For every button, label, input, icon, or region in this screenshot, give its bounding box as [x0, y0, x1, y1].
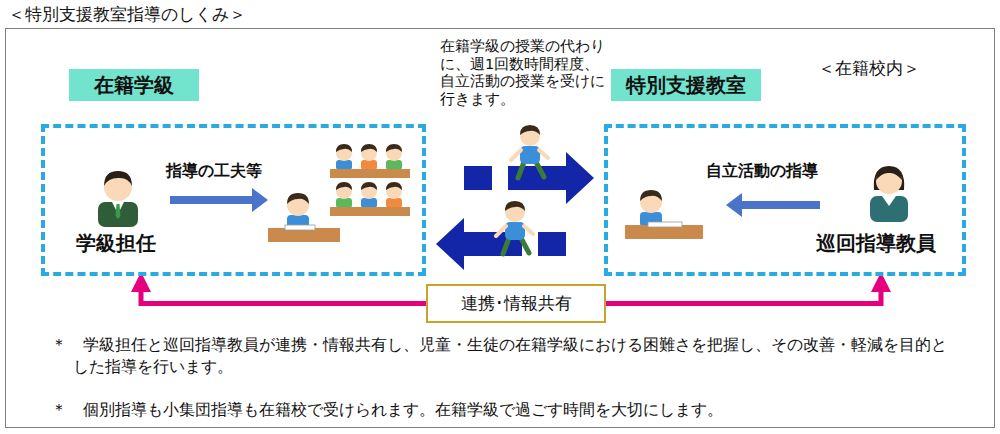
itinerant-teacher-figure: [876, 167, 902, 180]
place-label: ＜在籍校内＞: [818, 58, 920, 78]
student-group: [361, 198, 377, 208]
student-group: [336, 160, 352, 170]
class-teacher-figure: [98, 202, 138, 227]
student-group: [330, 144, 410, 216]
student-group: [336, 144, 352, 152]
note-text: ＊ 個別指導も小集団指導も在籍校で受けられます。在籍学級で過ごす時間を大切にしま…: [51, 399, 956, 421]
student-group: [336, 182, 352, 190]
guidance-arrow: [726, 193, 820, 217]
arrow-tail-block: [464, 166, 492, 190]
teacher-role: 学級担任: [76, 231, 156, 255]
student-at-desk: [285, 225, 315, 230]
student-group: [361, 144, 377, 152]
walking-child: [496, 201, 533, 254]
itinerant-teacher-figure: [870, 166, 908, 222]
student-at-desk: [268, 193, 340, 242]
itinerant-teacher-figure: [882, 196, 896, 206]
walking-child: [511, 125, 548, 178]
student-group: [336, 198, 352, 208]
link-line: [141, 280, 426, 304]
walking-child: [505, 222, 525, 240]
link-line: [606, 280, 881, 304]
teacher-role: 巡回指導教員: [816, 231, 936, 255]
student-group: [361, 183, 377, 199]
walking-child: [505, 202, 525, 222]
walking-child: [520, 126, 540, 146]
student-at-desk: [648, 222, 682, 227]
support-room-box: 特別支援教室自立活動の指導巡回指導教員: [604, 124, 966, 276]
itinerant-teacher-figure: [876, 168, 902, 194]
student-group: [361, 145, 377, 161]
student-group: [386, 144, 402, 152]
student-at-desk: [640, 190, 662, 201]
area-heading: 在籍学級: [69, 69, 199, 101]
walking-child: [520, 125, 540, 135]
class-teacher-figure: [98, 171, 138, 227]
walking-child: [511, 150, 548, 160]
instruction-note: 在籍学級の授業の代わりに、週1回数時間程度、自立活動の授業を受けに行きます。: [440, 38, 612, 109]
box-text: 連携･情報共有: [461, 292, 572, 315]
student-group: [361, 160, 377, 170]
cooperation-box: 連携･情報共有: [426, 284, 606, 323]
student-group: [330, 207, 410, 216]
student-at-desk: [287, 194, 309, 216]
diagram-title: ＜特別支援教室指導のしくみ＞: [8, 3, 246, 26]
note-text: ＊ 学級担任と巡回指導教員が連携・情報共有し、児童・生徒の在籍学級における困難さ…: [51, 334, 956, 379]
student-group: [336, 183, 352, 199]
class-teacher-figure: [104, 171, 132, 186]
student-group: [386, 182, 402, 190]
move-arrow: [436, 218, 566, 270]
student-group: [386, 183, 402, 199]
cooperation-link: [606, 280, 881, 304]
student-at-desk: [625, 190, 703, 239]
walking-child: [505, 201, 525, 211]
walking-child: [520, 146, 540, 164]
cooperation-link: [141, 280, 426, 304]
class-teacher-figure: [116, 204, 121, 219]
itinerant-teacher-figure: [870, 196, 908, 222]
student-group: [386, 145, 402, 161]
student-group: [386, 198, 402, 208]
class-area-box: 在籍学級指導の工夫等学級担任: [41, 124, 426, 276]
student-group: [336, 145, 352, 161]
arrow-tail-block: [538, 232, 566, 256]
guidance-arrow: [170, 188, 268, 212]
guidance-arrow: [726, 193, 820, 217]
student-at-desk: [287, 193, 309, 204]
student-at-desk: [640, 191, 662, 213]
guidance-arrow: [170, 188, 268, 212]
walking-child: [503, 238, 529, 254]
arrow-caption: 指導の工夫等: [166, 161, 262, 180]
student-group: [330, 169, 410, 178]
student-group: [361, 182, 377, 190]
walking-child: [518, 162, 544, 178]
walking-child: [496, 226, 533, 236]
student-group: [386, 160, 402, 170]
area-heading: 特別支援教室: [611, 69, 761, 101]
arrow-caption: 自立活動の指導: [706, 161, 818, 180]
